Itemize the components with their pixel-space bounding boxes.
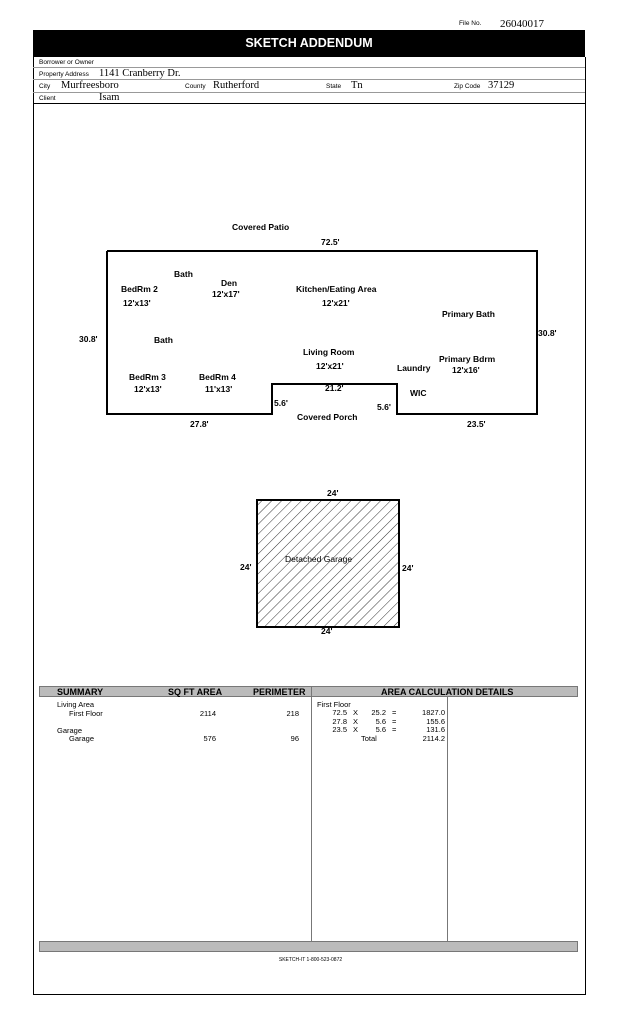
room-bedrm-2: BedRm 2: [121, 284, 158, 294]
property-row: Property Address 1141 Cranberry Dr.: [33, 68, 585, 80]
room-bedrm-3-size: 12'x13': [134, 384, 162, 394]
file-no-value: 26040017: [500, 18, 544, 30]
notch-left-depth: 5.6': [274, 398, 288, 408]
right-dimension: 30.8': [538, 328, 557, 338]
bottom-left-dimension: 27.8': [190, 419, 209, 429]
room-living: Living Room: [303, 347, 355, 357]
room-primary-bdrm: Primary Bdrm: [439, 354, 496, 364]
first-floor-label: First Floor: [69, 709, 103, 718]
room-primary-bdrm-size: 12'x16': [452, 365, 480, 375]
borrower-row: Borrower or Owner: [33, 57, 585, 68]
house-outline: [106, 250, 538, 415]
calc-title: First Floor: [317, 700, 351, 709]
garage-bottom-dimension: 24': [321, 626, 333, 636]
left-dimension: 30.8': [79, 334, 98, 344]
garage-perimeter: 96: [290, 734, 299, 743]
room-bedrm-2-size: 12'x13': [123, 298, 151, 308]
living-area-label: Living Area: [57, 700, 95, 709]
client-label: Client: [39, 95, 56, 102]
client-value: Isam: [99, 92, 120, 103]
perimeter-header: PERIMETER: [253, 687, 306, 697]
borrower-label: Borrower or Owner: [39, 59, 94, 66]
city-row: City Murfreesboro County Rutherford Stat…: [33, 80, 585, 93]
room-bedrm-3: BedRm 3: [129, 372, 166, 382]
summary-footer-bar: [39, 941, 578, 952]
room-bedrm-4: BedRm 4: [199, 372, 236, 382]
bottom-right-dimension: 23.5': [467, 419, 486, 429]
form-frame: [33, 57, 586, 995]
notch-right-depth: 5.6': [377, 402, 391, 412]
room-wic: WIC: [410, 388, 427, 398]
summary-header: SUMMARY: [57, 687, 104, 697]
room-den-size: 12'x17': [212, 289, 240, 299]
summary-divider: [311, 686, 312, 942]
room-living-size: 12'x21': [316, 361, 344, 371]
zip-value: 37129: [488, 80, 515, 91]
details-divider: [447, 697, 448, 942]
room-kitchen: Kitchen/Eating Area: [296, 284, 377, 294]
property-label: Property Address: [39, 71, 89, 78]
room-kitchen-size: 12'x21': [322, 298, 350, 308]
footer-text: SKETCH-IT 1-800-523-0872: [278, 957, 343, 963]
state-label: State: [326, 83, 342, 90]
sqft-header: SQ FT AREA: [168, 687, 223, 697]
calc-total-value: 2114.2: [422, 734, 445, 743]
zip-label: Zip Code: [454, 83, 481, 90]
top-dimension: 72.5': [321, 237, 340, 247]
room-primary-bath: Primary Bath: [442, 309, 495, 319]
first-floor-sqft: 2114: [199, 709, 216, 718]
garage-label: Detached Garage: [285, 554, 353, 564]
room-bedrm-4-size: 11'x13': [205, 384, 233, 394]
garage-row-label: Garage: [69, 734, 95, 743]
covered-patio-label: Covered Patio: [232, 222, 290, 232]
page-title: SKETCH ADDENDUM: [33, 30, 585, 57]
notch-width: 21.2': [325, 383, 344, 393]
city-value: Murfreesboro: [61, 80, 119, 91]
city-label: City: [39, 83, 51, 90]
county-value: Rutherford: [213, 80, 260, 91]
garage-sqft: 576: [203, 734, 216, 743]
file-no-label: File No.: [459, 20, 482, 27]
garage-group-label: Garage: [57, 726, 83, 735]
summary-header-bar: SUMMARY SQ FT AREA PERIMETER AREA CALCUL…: [39, 686, 578, 697]
garage-top-dimension: 24': [327, 488, 339, 498]
covered-porch-label: Covered Porch: [297, 412, 358, 422]
room-laundry: Laundry: [397, 363, 431, 373]
county-label: County: [185, 83, 206, 90]
garage-right-dimension: 24': [402, 563, 414, 573]
room-bath-2: Bath: [154, 335, 173, 345]
details-header: AREA CALCULATION DETAILS: [381, 687, 514, 697]
state-value: Tn: [351, 80, 363, 91]
property-value: 1141 Cranberry Dr.: [99, 68, 181, 79]
calc-total-label: Total: [361, 734, 377, 743]
first-floor-perimeter: 218: [286, 709, 299, 718]
garage-left-dimension: 24': [240, 562, 252, 572]
room-den: Den: [221, 278, 238, 288]
garage-outline: [256, 499, 400, 628]
room-bath-1: Bath: [174, 269, 193, 279]
client-row: Client Isam: [33, 92, 585, 104]
